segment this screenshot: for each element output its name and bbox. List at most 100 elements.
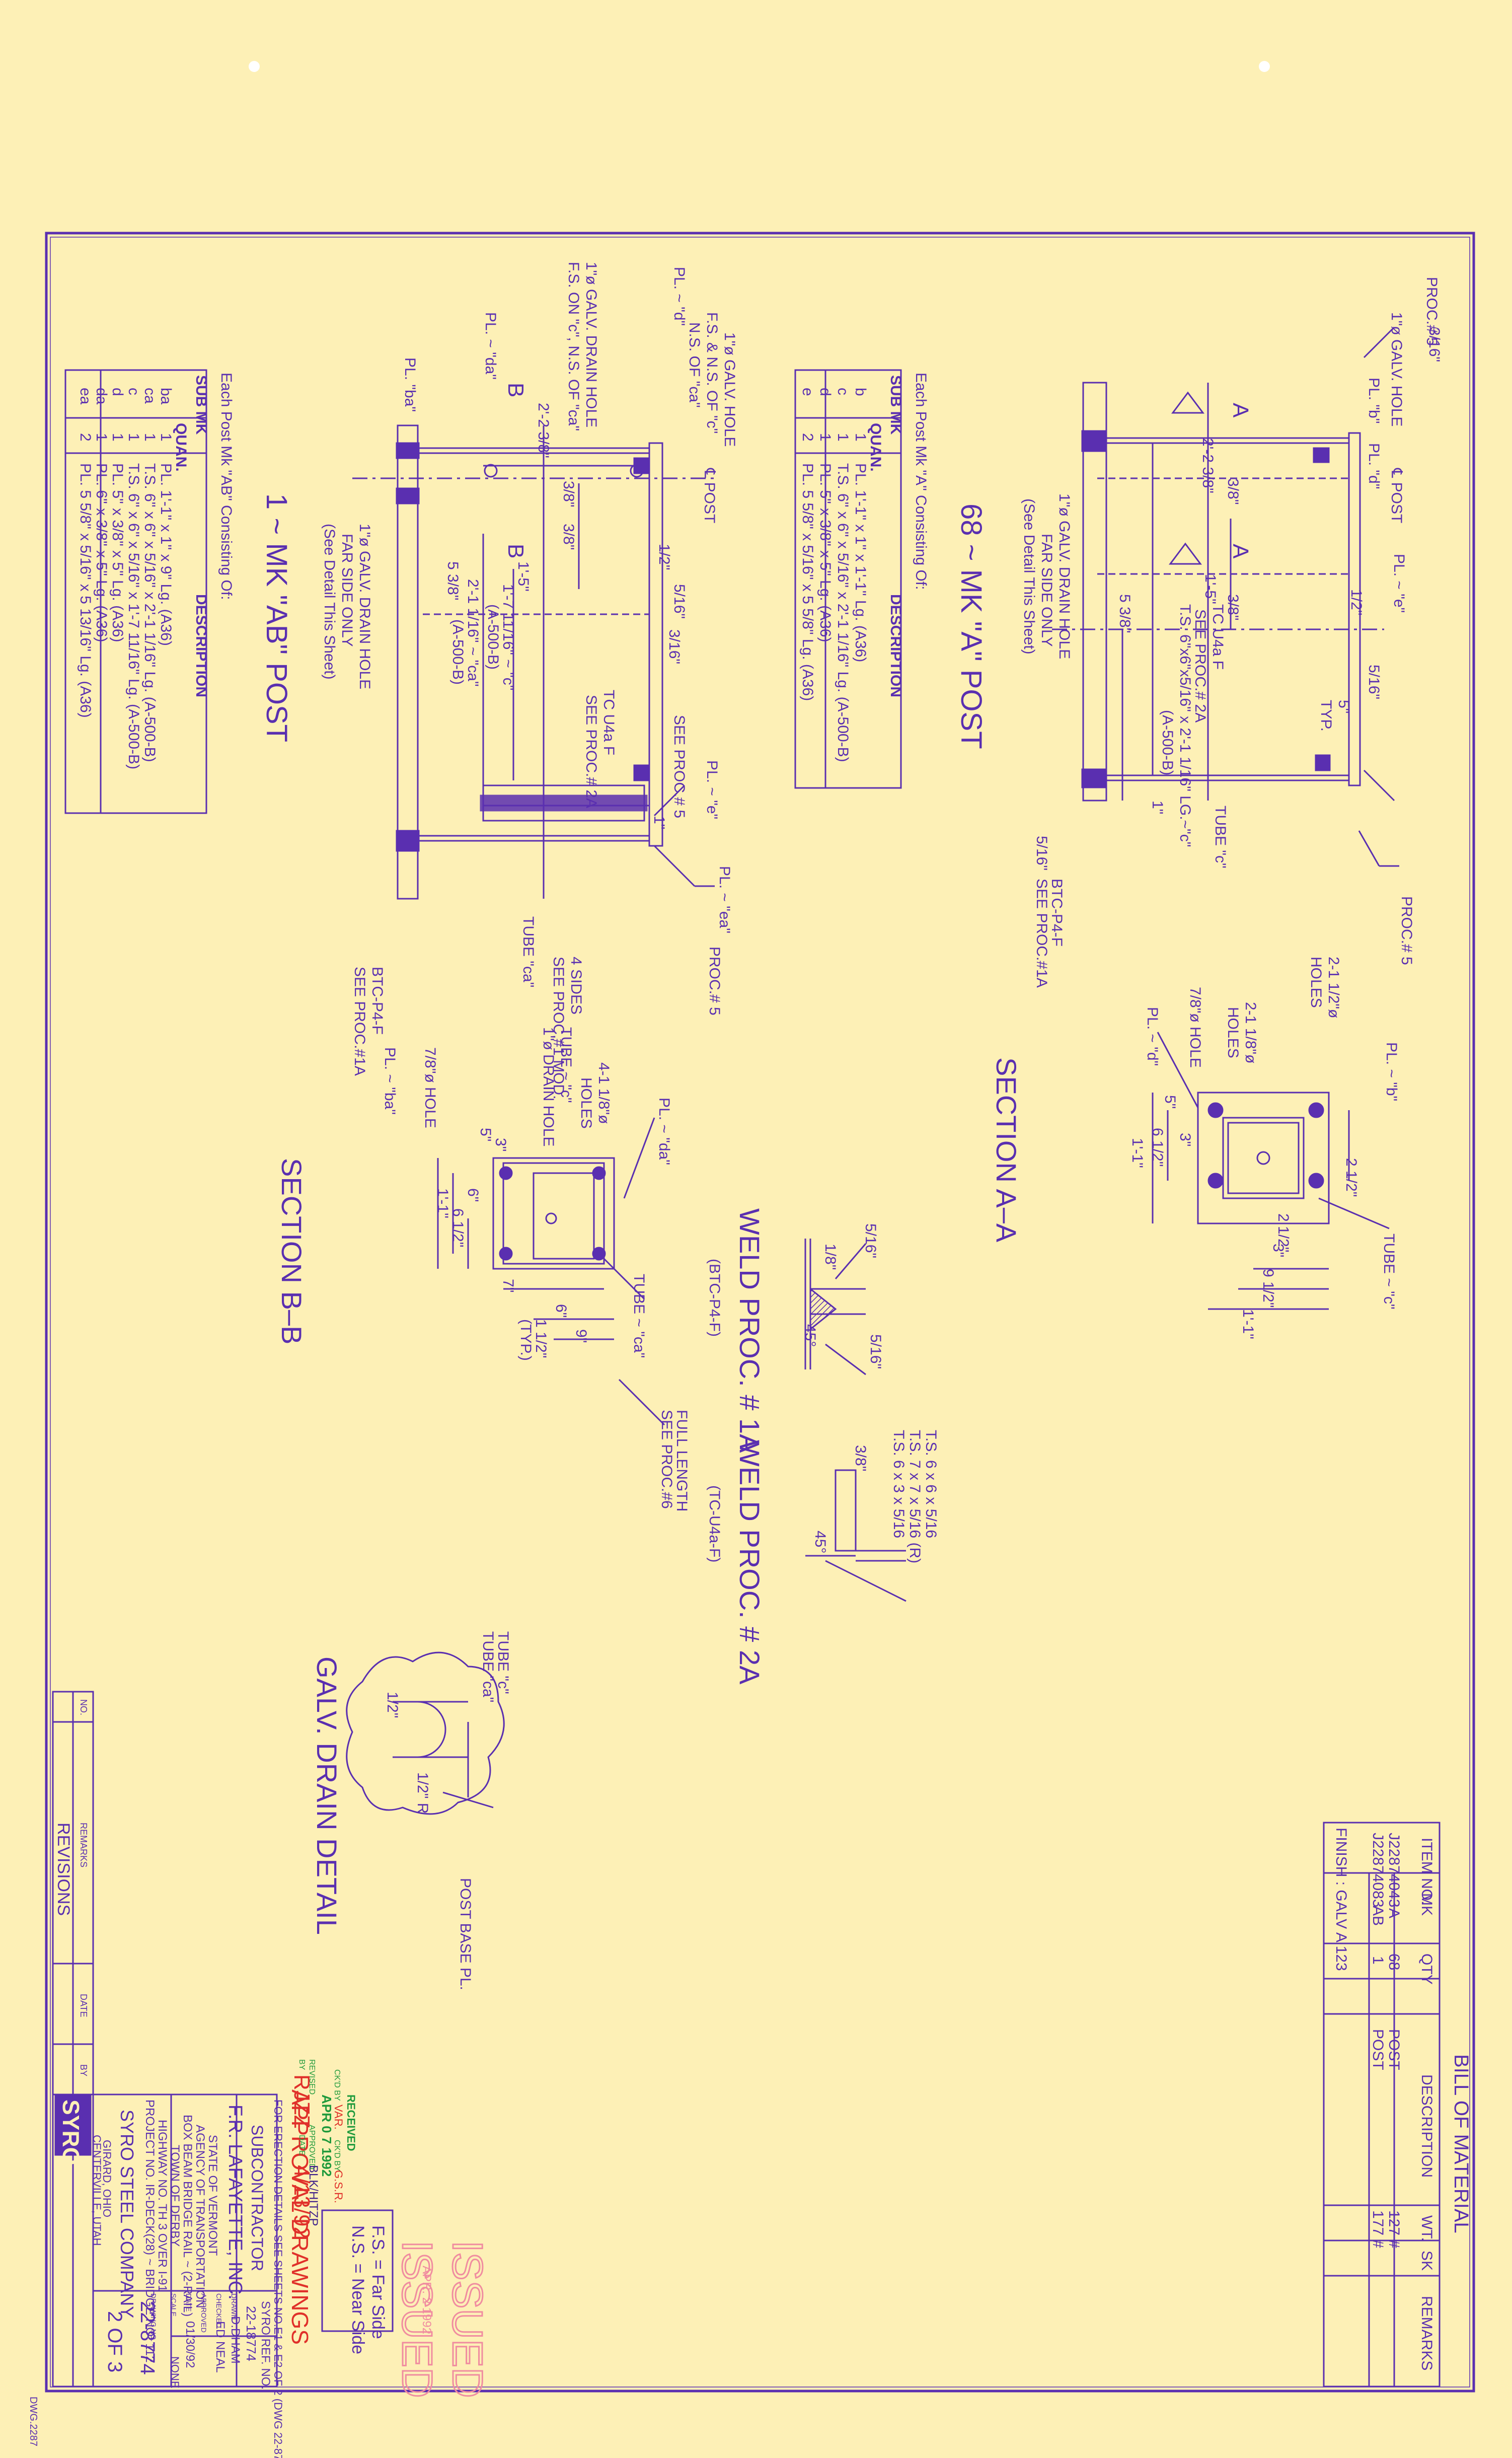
section-bb-holes2: HOLES [578, 1077, 594, 1129]
table-cell: 1 [1370, 1956, 1386, 1965]
project-line: HIGHWAY NO. TH 3 OVER I-91 [156, 2120, 169, 2292]
mk-ab-see-proc: SEE PROC.# 5 [671, 715, 688, 818]
table-cell: J22874043 [1386, 1833, 1402, 1907]
table-cell: ba [158, 388, 174, 405]
weld-2a-sub: (TC-U4a-F) [706, 1485, 723, 1562]
mk-a-tc: TC U4a F [1209, 604, 1226, 670]
received-date: APR 0 7 1992 [319, 2094, 334, 2177]
mk-ab-post-view [352, 424, 715, 900]
legend-box [321, 2209, 394, 2332]
table-cell: T.S. 6" x 6" x 5/16" x 1'-7 11/16" Lg. (… [125, 463, 142, 769]
mk-a-dim-9: TYP. [1318, 700, 1334, 732]
section-bb-dim-8: 5" [477, 1128, 494, 1141]
bill-title: BILL OF MATERIAL [1450, 2054, 1472, 2233]
section-bb-dim-2: 6" [465, 1188, 481, 1202]
mk-ab-section-mark: B [503, 383, 528, 397]
table-cell: c [125, 388, 142, 395]
table-cell: PL. 1'-1" x 1" x 1'-1" Lg. (A36) [852, 463, 869, 662]
section-aa-dim-7: 2 1/2" [1343, 1158, 1359, 1197]
section-aa-holes: 2-1 1/2"ø [1325, 957, 1342, 1018]
company-logo: SYRO [58, 2100, 84, 2165]
mk-ab-dim-10: (A-500-B) [449, 619, 466, 685]
punch-hole [249, 61, 260, 72]
weld-1a-dim-0: 5/16" [862, 1223, 879, 1258]
mk-a-post-view [1052, 326, 1399, 867]
mk-a-pl-d: PL. "d" [1366, 443, 1382, 489]
checked-value: ED NEAL [213, 2321, 227, 2373]
mk-a-dim-4: 5 3/8" [1116, 594, 1133, 633]
table-cell: POST [1386, 2029, 1402, 2070]
mk-ab-dim-6: 5/16" [671, 584, 688, 619]
subcontractor-label: SUBCONTRACTOR [248, 2125, 266, 2271]
mk-ab-bom-header-desc: DESCRIPTION [193, 594, 209, 697]
approved-label: APPROVED [200, 2293, 208, 2333]
rev-col-date: DATE [79, 1994, 89, 2017]
section-aa-holes-small: 2-1 1/8"ø [1242, 1002, 1259, 1063]
mk-a-section-mark-2: A [1228, 544, 1253, 559]
weld-2a-view [805, 1469, 906, 1602]
mk-ab-pl-d: PL. ~ "d" [671, 267, 688, 326]
scale-label: SCALE [170, 2293, 178, 2317]
section-aa-holes2: HOLES [1308, 957, 1324, 1008]
weld-2a-title: WELD PROC. # 2A [734, 1440, 766, 1685]
weld-1a-dim-2: 45° [802, 1324, 818, 1347]
section-bb-pl-ba: PL. ~ "ba" [382, 1047, 398, 1115]
mk-a-galv-hole: 1"ø GALV. HOLE [1388, 312, 1405, 426]
project-line: STATE OF VERMONT [206, 2135, 219, 2256]
section-aa-dim-5: 5" [1162, 1095, 1178, 1109]
mk-a-astm: (A-500-B) [1159, 710, 1176, 775]
mk-a-bom-header-quan: QUAN. [867, 423, 884, 472]
mk-ab-bom-rows: ba 1 PL. 1'-1" x 1" x 9" Lg. (A36) ca 1 … [77, 388, 174, 769]
mk-ab-dim-3: 1'-5" [515, 561, 532, 592]
mk-a-proc5: PROC.# 5 [1398, 896, 1415, 965]
mk-a-pl-e: PL. ~ "e" [1391, 554, 1407, 613]
section-bb-dim-9: 3" [492, 1138, 509, 1151]
weld-1a-view [804, 1239, 867, 1376]
section-aa-dim-4: 6 1/2" [1149, 1128, 1166, 1167]
section-bb-see-proc6: SEE PROC.#6 [658, 1410, 675, 1509]
table-cell: PL. 5" x 3/8" x 5" Lg. (A36) [817, 463, 834, 642]
drawing-label: DRAWING NO. [149, 2293, 158, 2342]
received-stamp: RECEIVED [345, 2094, 357, 2151]
table-cell: 68 [1386, 1954, 1402, 1970]
by-label: BY [297, 2059, 306, 2070]
legend-line2: N.S. = Near Side [348, 2225, 367, 2354]
section-aa-pl-d: PL. ~ "d" [1144, 1007, 1161, 1066]
mk-ab-cl-post: ℄ POST [701, 468, 718, 523]
project-line: TOWN OF DERBY [168, 2145, 182, 2247]
subcontractor-name: F.R. LAFAYETTE, INC. [224, 2105, 246, 2300]
section-bb-view [437, 1117, 665, 1426]
section-bb-dim-4: 1 1/2" [533, 1319, 549, 1358]
company-name: SYRO STEEL COMPANY [117, 2110, 137, 2318]
mk-a-bom-caption: Each Post Mk "A" Consisting Of: [913, 373, 929, 590]
mk-a-note3: (See Detail This Sheet) [1021, 498, 1037, 655]
bill-header-qty: QTY [1418, 1954, 1435, 1985]
mk-a-dim-3: 1'-5" [1202, 574, 1219, 604]
weld-2a-spec-2: T.S. 6 x 3 x 5/16 [890, 1430, 907, 1538]
galv-detail-dim-0: 1/2" [384, 1692, 401, 1718]
scale-value: NONE [169, 2356, 181, 2389]
table-cell: 1 [835, 433, 851, 442]
section-aa-view [1152, 1032, 1390, 1310]
section-aa-dim-8: 1'-1" [1129, 1138, 1146, 1168]
mk-ab-bom-header-quan: QUAN. [173, 423, 189, 472]
mk-ab-see-proc-1: SEE PROC.#1 MOD. [550, 957, 567, 1099]
mk-ab-dim-4: 5 3/8" [444, 561, 461, 600]
table-cell: PL. 5" x 3/8" x 5" Lg. (A36) [109, 463, 126, 642]
sheet-border [45, 232, 1475, 2393]
sheet-number: 2 OF 3 [104, 2311, 126, 2372]
punch-hole [1259, 61, 1270, 72]
mk-a-dim-6: 5/16" [1366, 665, 1382, 699]
section-bb-dim-1: 6 1/2" [449, 1208, 466, 1247]
date-value: 01/30/92 [183, 2321, 197, 2368]
mk-ab-note3: 1"ø GALV. DRAIN HOLE [356, 524, 373, 689]
mk-a-cl-post: ℄ POST [1388, 468, 1405, 523]
table-cell: 2 [799, 433, 816, 442]
section-bb-tube-ca: TUBE ~ "ca" [631, 1274, 647, 1358]
table-cell: 177 # [1370, 2210, 1386, 2248]
section-bb-title: SECTION B–B [276, 1158, 308, 1344]
galv-drain-detail-view [346, 1651, 505, 1815]
mk-ab-btc: BTC-P4-F [369, 967, 386, 1035]
section-bb-full-length: FULL LENGTH [673, 1410, 690, 1511]
